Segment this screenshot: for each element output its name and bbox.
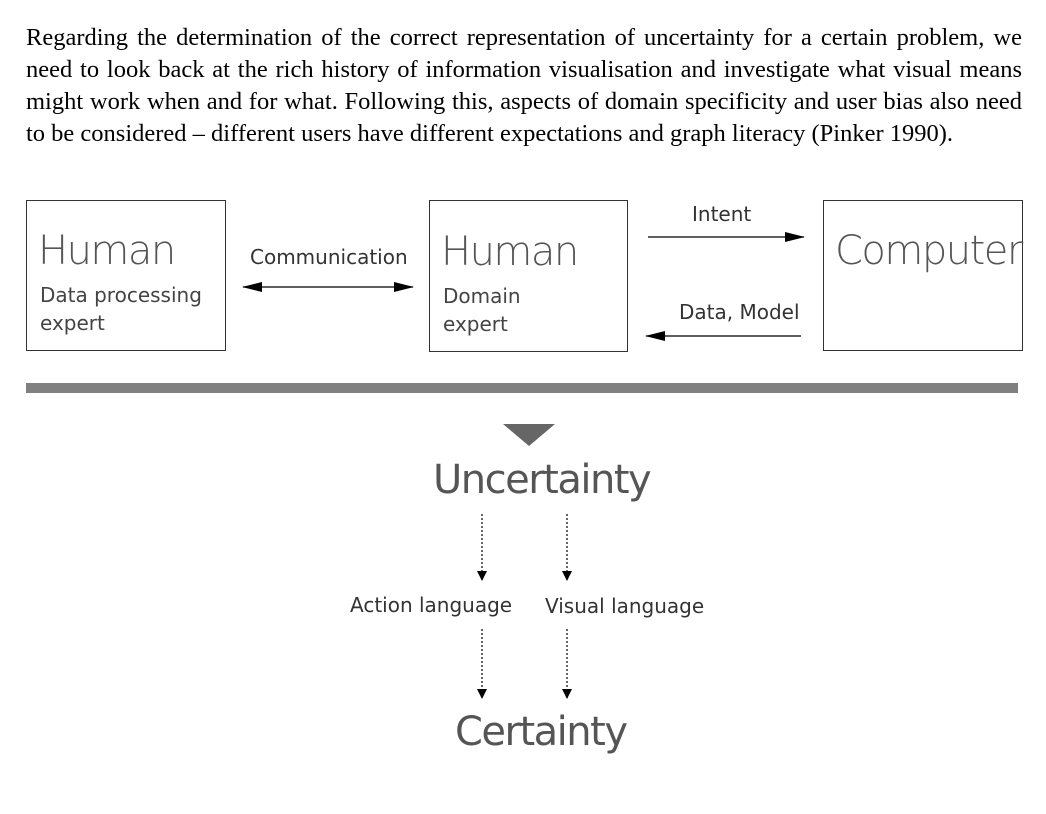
box-subtitle-line2: expert [40, 311, 105, 335]
body-paragraph: Regarding the determination of the corre… [26, 24, 1022, 147]
human-data-processing-expert-box: Human Data processing expert [26, 200, 226, 351]
communication-label: Communication [250, 245, 408, 269]
certainty-label: Certainty [455, 709, 628, 755]
box-title: Human [38, 228, 176, 274]
box-subtitle-line1: Domain [443, 284, 521, 308]
down-triangle-icon [503, 424, 555, 446]
human-domain-expert-box: Human Domain expert [429, 200, 628, 352]
data-model-label: Data, Model [679, 300, 800, 324]
box-title: Human [441, 229, 579, 275]
divider-bar [26, 383, 1018, 393]
box-subtitle-line2: expert [443, 312, 508, 336]
box-subtitle-line1: Data processing [40, 283, 202, 307]
box-title: Computer [835, 228, 1023, 274]
action-language-label: Action language [350, 593, 513, 617]
intent-label: Intent [692, 202, 752, 226]
uncertainty-label: Uncertainty [433, 457, 652, 503]
computer-box: Computer [823, 200, 1023, 351]
visual-language-label: Visual language [545, 594, 705, 618]
